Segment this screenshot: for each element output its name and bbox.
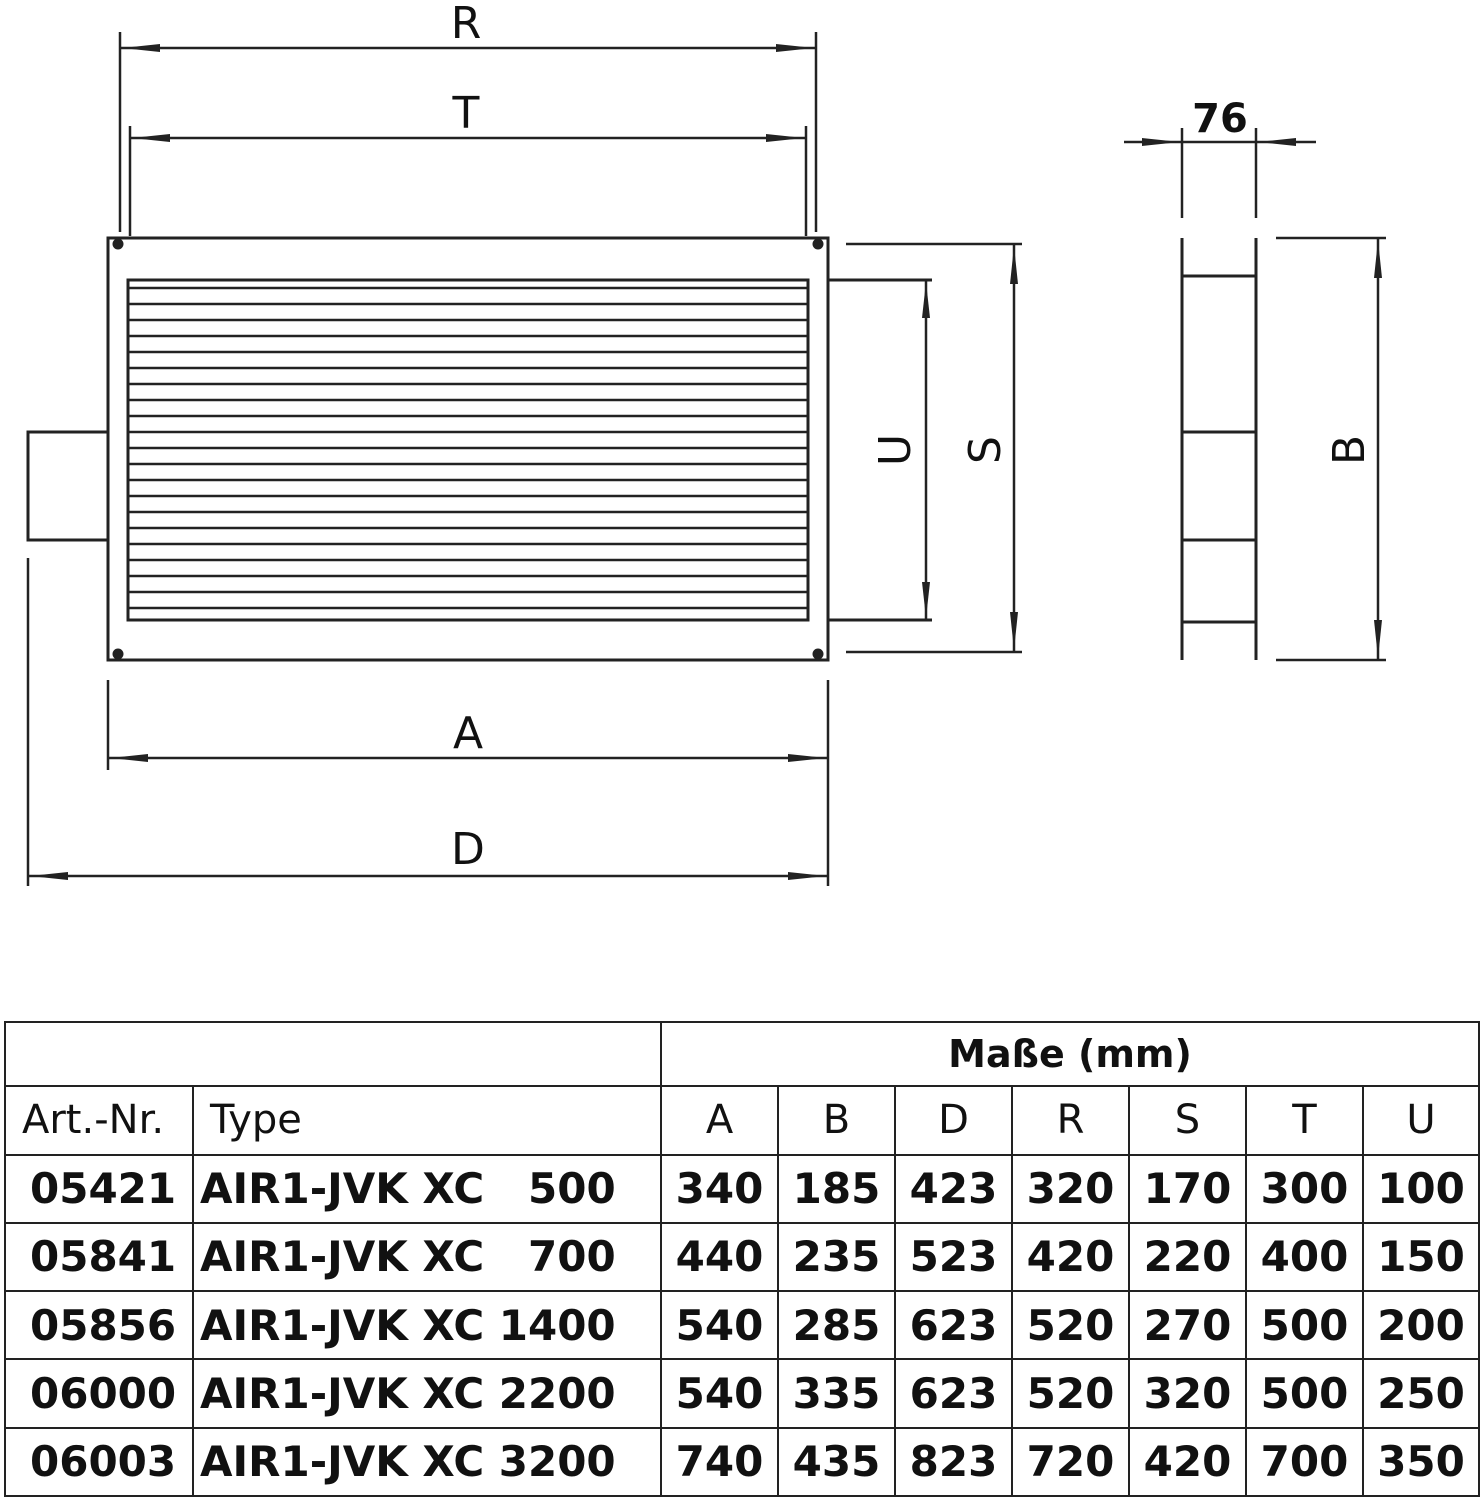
arrow-icon — [1374, 240, 1382, 278]
cell-value: 335 — [777, 1358, 896, 1429]
header-dim-s: S — [1128, 1085, 1247, 1156]
cell-value: 420 — [1128, 1426, 1247, 1498]
arrow-icon — [1258, 138, 1296, 146]
cell-type: AIR1-JVK XC 700 — [192, 1221, 662, 1293]
cell-value: 623 — [894, 1358, 1013, 1429]
cell-value: 150 — [1361, 1221, 1481, 1293]
dimensions-table: Maße (mm) Art.-Nr. Type A B D R S T U 05… — [4, 1020, 1481, 1498]
cell-type: AIR1-JVK XC 2200 — [192, 1358, 662, 1429]
arrow-icon — [132, 134, 170, 142]
cell-value: 270 — [1128, 1290, 1247, 1361]
label-t: T — [452, 88, 480, 139]
table-row: 06000 AIR1-JVK XC 2200 540 335 623 520 3… — [4, 1358, 1481, 1429]
arrow-icon — [776, 44, 814, 52]
table-row: 05841 AIR1-JVK XC 700 440 235 523 420 22… — [4, 1221, 1481, 1293]
cell-value: 423 — [894, 1153, 1013, 1224]
louver-area — [126, 278, 810, 622]
side-view — [1180, 238, 1258, 660]
cell-value: 700 — [1245, 1426, 1364, 1498]
arrow-icon — [122, 44, 160, 52]
cell-value: 720 — [1011, 1426, 1130, 1498]
label-r: R — [451, 0, 482, 49]
arrow-icon — [922, 282, 930, 318]
cell-value: 250 — [1361, 1358, 1481, 1429]
cell-value: 350 — [1361, 1426, 1481, 1498]
table-group-header-row: Maße (mm) — [4, 1020, 1481, 1088]
cell-value: 523 — [894, 1221, 1013, 1293]
cell-type: AIR1-JVK XC 3200 — [192, 1426, 662, 1498]
header-art-nr: Art.-Nr. — [4, 1085, 194, 1156]
cell-art-nr: 05421 — [4, 1153, 194, 1224]
side-box-left — [26, 430, 108, 542]
table-row: 05856 AIR1-JVK XC 1400 540 285 623 520 2… — [4, 1290, 1481, 1361]
arrow-icon — [1374, 620, 1382, 658]
cell-value: 340 — [660, 1153, 779, 1224]
label-d: D — [451, 824, 485, 875]
header-dim-u: U — [1361, 1085, 1481, 1156]
screw-icon — [812, 648, 824, 660]
cell-value: 540 — [660, 1290, 779, 1361]
cell-art-nr: 05856 — [4, 1290, 194, 1361]
cell-value: 220 — [1128, 1221, 1247, 1293]
cell-value: 435 — [777, 1426, 896, 1498]
arrow-icon — [1010, 246, 1018, 284]
header-dim-r: R — [1011, 1085, 1130, 1156]
louver-blades — [128, 286, 808, 610]
table-column-header-row: Art.-Nr. Type A B D R S T U — [4, 1085, 1481, 1156]
screw-icon — [812, 238, 824, 250]
screw-icon — [112, 648, 124, 660]
label-s: S — [960, 436, 1011, 464]
cell-value: 823 — [894, 1426, 1013, 1498]
screw-icon — [112, 238, 124, 250]
arrow-icon — [1010, 612, 1018, 650]
cell-value: 320 — [1128, 1358, 1247, 1429]
arrow-icon — [110, 754, 148, 762]
cell-value: 400 — [1245, 1221, 1364, 1293]
cell-art-nr: 06000 — [4, 1358, 194, 1429]
header-type: Type — [192, 1085, 662, 1156]
header-dim-b: B — [777, 1085, 896, 1156]
arrow-icon — [766, 134, 804, 142]
cell-type: AIR1-JVK XC 1400 — [192, 1290, 662, 1361]
cell-value: 500 — [1245, 1358, 1364, 1429]
technical-drawing: R T A D 76 U S B — [26, 0, 1386, 886]
cell-value: 420 — [1011, 1221, 1130, 1293]
table-group-header: Maße (mm) — [659, 1020, 1481, 1088]
cell-value: 170 — [1128, 1153, 1247, 1224]
grille-frame — [106, 236, 830, 662]
header-dim-a: A — [660, 1085, 779, 1156]
cell-value: 540 — [660, 1358, 779, 1429]
cell-value: 500 — [1245, 1290, 1364, 1361]
arrow-icon — [788, 872, 826, 880]
label-a: A — [453, 708, 483, 759]
cell-value: 200 — [1361, 1290, 1481, 1361]
arrow-icon — [922, 582, 930, 618]
cell-value: 520 — [1011, 1290, 1130, 1361]
cell-value: 320 — [1011, 1153, 1130, 1224]
cell-art-nr: 05841 — [4, 1221, 194, 1293]
cell-value: 440 — [660, 1221, 779, 1293]
cell-art-nr: 06003 — [4, 1426, 194, 1498]
label-b: B — [1324, 435, 1375, 465]
cell-value: 623 — [894, 1290, 1013, 1361]
cell-type: AIR1-JVK XC 500 — [192, 1153, 662, 1224]
cell-value: 300 — [1245, 1153, 1364, 1224]
arrow-icon — [30, 872, 68, 880]
arrow-icon — [1142, 138, 1180, 146]
cell-value: 100 — [1361, 1153, 1481, 1224]
header-dim-t: T — [1245, 1085, 1364, 1156]
table-row: 06003 AIR1-JVK XC 3200 740 435 823 720 4… — [4, 1426, 1481, 1498]
arrow-icon — [788, 754, 826, 762]
label-u: U — [870, 434, 921, 466]
cell-value: 185 — [777, 1153, 896, 1224]
cell-value: 740 — [660, 1426, 779, 1498]
table-row: 05421 AIR1-JVK XC 500 340 185 423 320 17… — [4, 1153, 1481, 1224]
table-blank-header — [4, 1020, 662, 1088]
cell-value: 285 — [777, 1290, 896, 1361]
header-dim-d: D — [894, 1085, 1013, 1156]
cell-value: 520 — [1011, 1358, 1130, 1429]
label-depth: 76 — [1192, 96, 1248, 142]
cell-value: 235 — [777, 1221, 896, 1293]
